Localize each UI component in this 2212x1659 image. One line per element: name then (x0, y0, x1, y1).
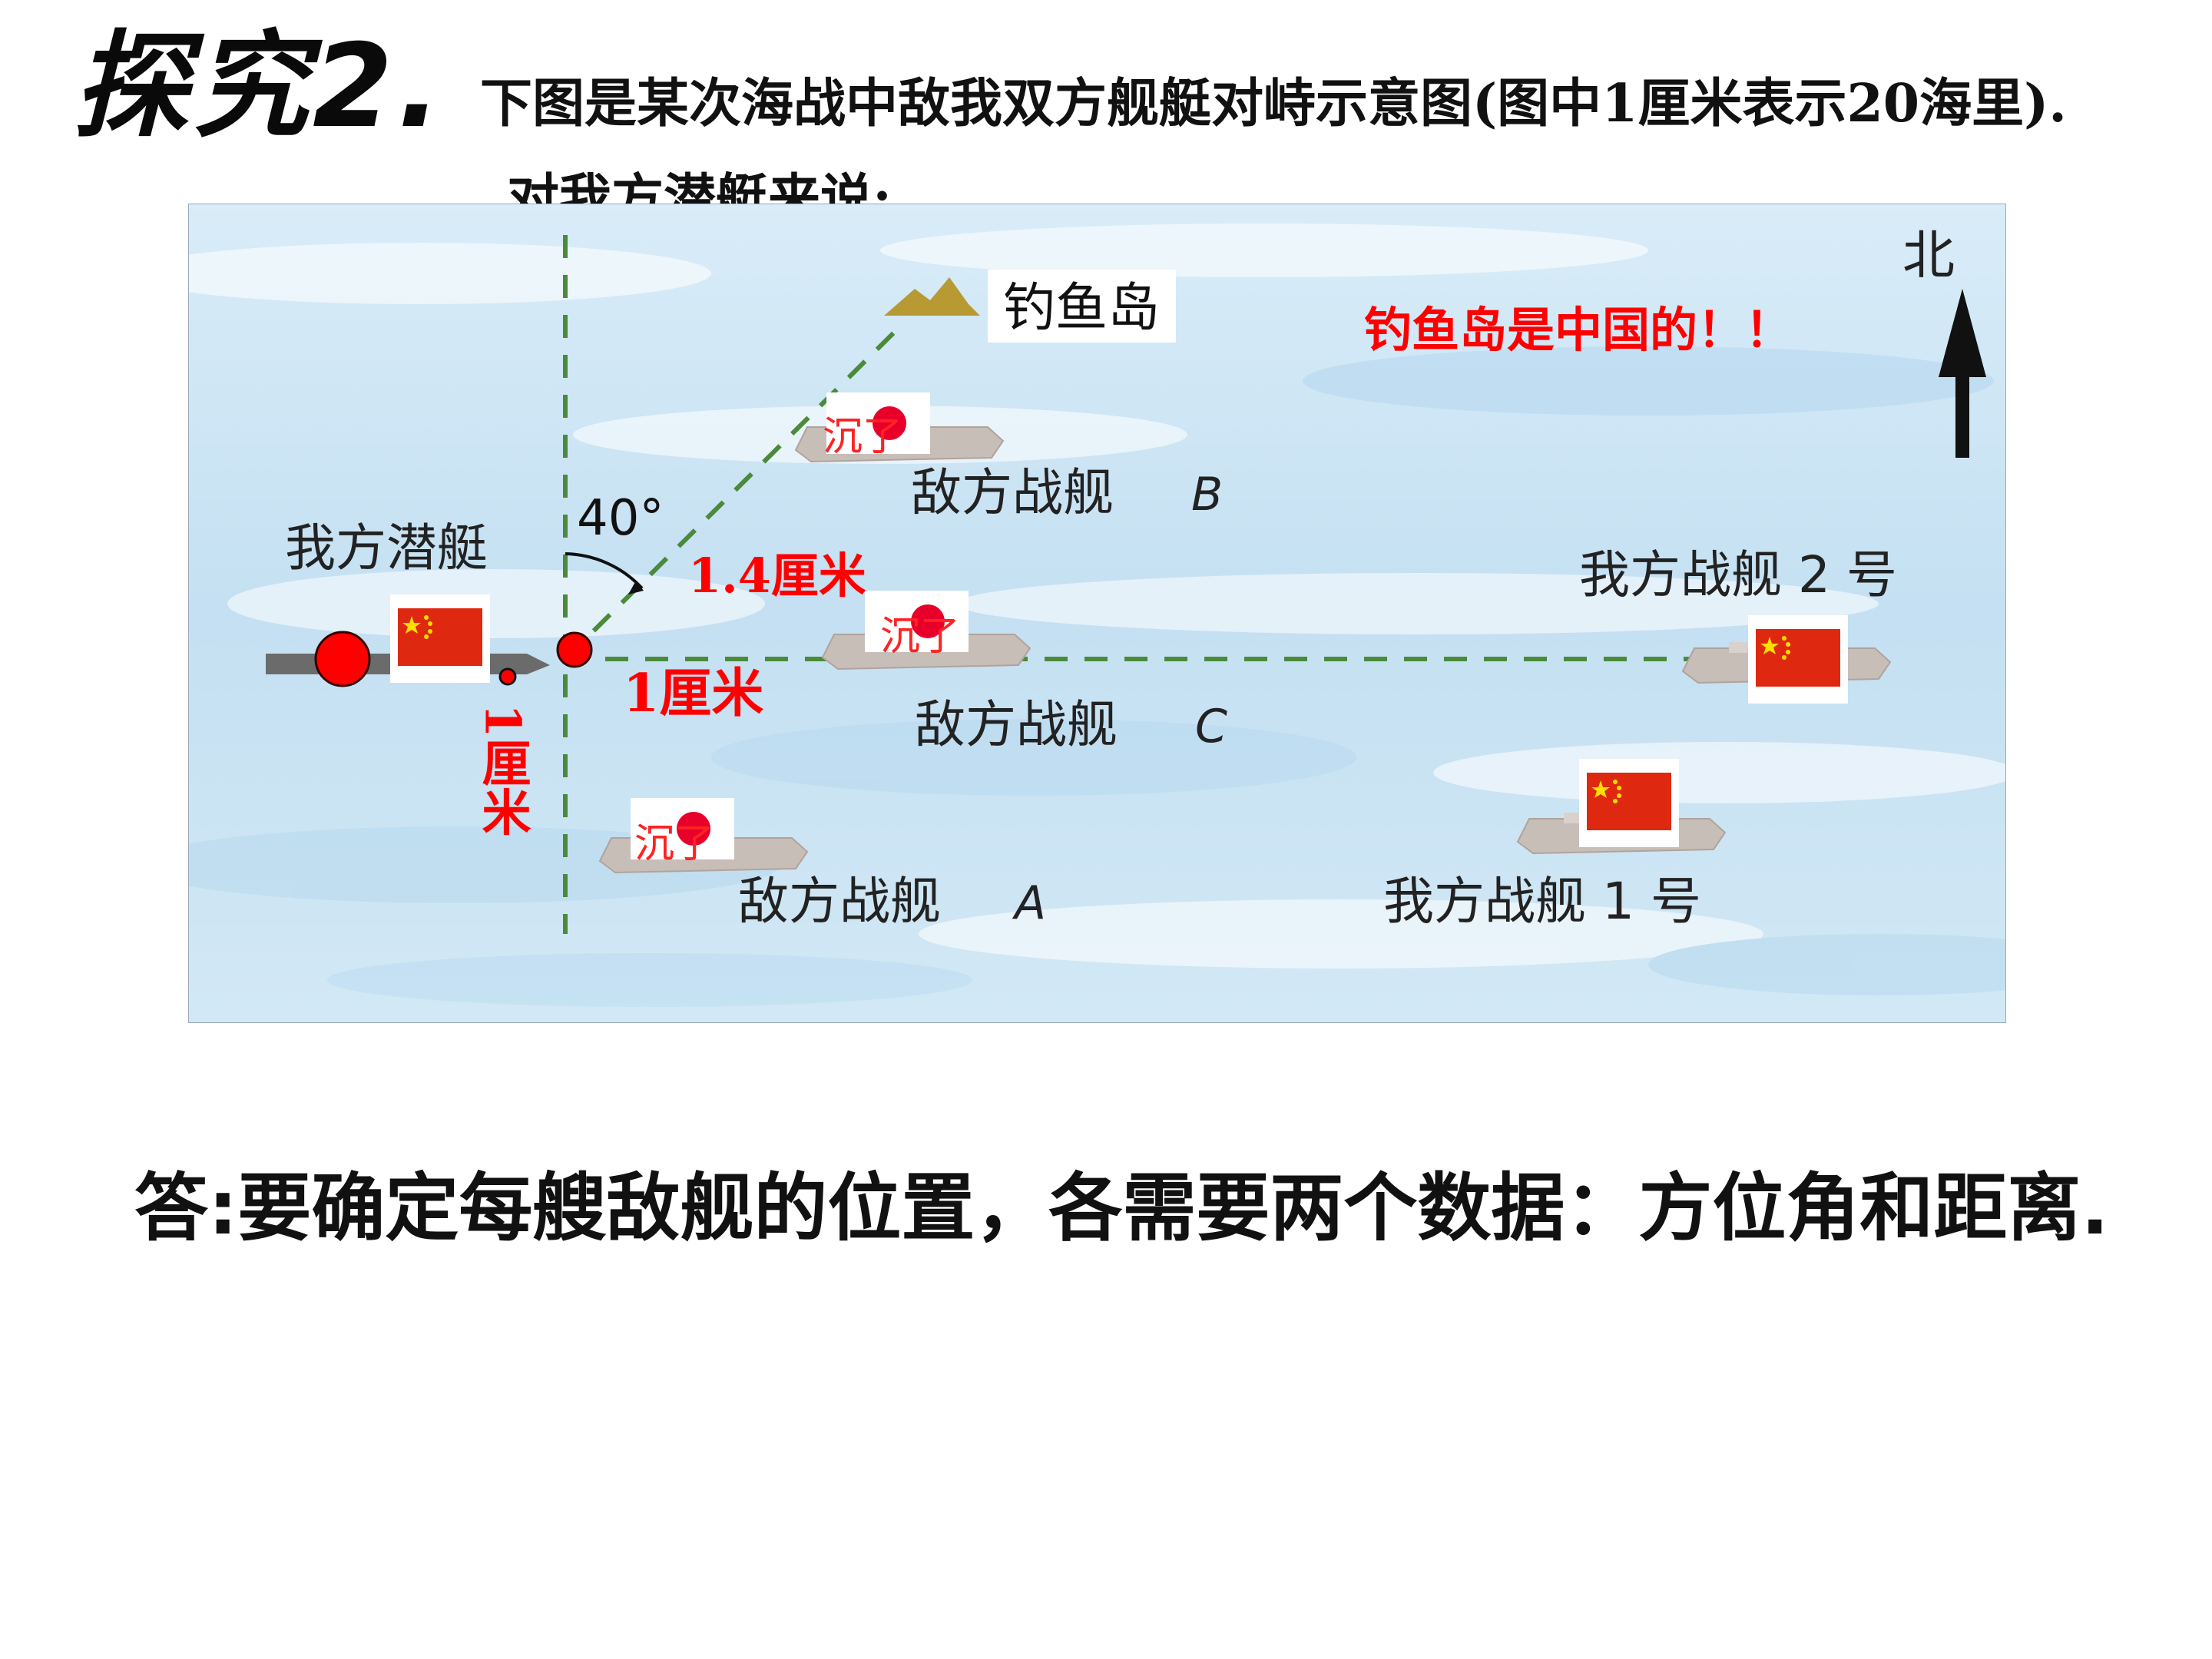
north-label: 北 (1902, 226, 1955, 286)
island-label-box (988, 270, 1176, 343)
red-dot-marker (314, 631, 371, 687)
our-sub-label: 我方潜艇 (285, 518, 488, 578)
enemy-c-letter: C (1195, 700, 1227, 753)
origin-marker (556, 631, 593, 668)
enemy-b-letter: B (1191, 468, 1223, 522)
island-slogan: 钓鱼岛是中国的！！ (1364, 302, 1793, 358)
enemy-b-label: 敌方战舰 (911, 463, 1114, 522)
sunk-label-a: 沉了 (634, 821, 714, 867)
answer-text: 答:要确定每艘敌舰的位置，各需要两个数据：方位角和距离. (134, 1165, 2109, 1251)
enemy-c-label: 敌方战舰 (915, 695, 1118, 754)
china-flag-icon (1748, 615, 1848, 704)
sunk-label-b: 沉了 (823, 414, 902, 460)
enemy-a-label: 敌方战舰 (738, 872, 941, 931)
section-title: 探究2. (73, 20, 446, 154)
china-flag-icon (390, 594, 490, 683)
distance-c-label: 1厘米 (623, 663, 763, 724)
our-ship-1-label: 我方战舰 1 号 (1383, 872, 1701, 931)
distance-a-label: 1厘米 (474, 704, 531, 836)
battle-map: 北 钓鱼岛 钓鱼岛是中国的！！ 40° 我方潜艇 1.4厘米 1厘米 (188, 204, 2006, 1023)
north-arrow-icon (1939, 289, 1986, 458)
island-label: 钓鱼岛 (1003, 278, 1160, 339)
our-ship-2-label: 我方战舰 2 号 (1579, 545, 1897, 604)
sunk-label-c: 沉了 (880, 614, 960, 660)
china-flag-icon (1579, 759, 1679, 847)
island-icon (884, 277, 980, 316)
distance-b-label: 1.4厘米 (688, 548, 866, 604)
enemy-a-letter: A (1012, 876, 1046, 930)
angle-arc (565, 552, 644, 590)
small-marker (498, 667, 517, 686)
intro-text: 下图是某次海战中敌我双方舰艇对峙示意图(图中1厘米表示20海里). (480, 73, 2067, 134)
angle-label: 40° (577, 490, 664, 547)
